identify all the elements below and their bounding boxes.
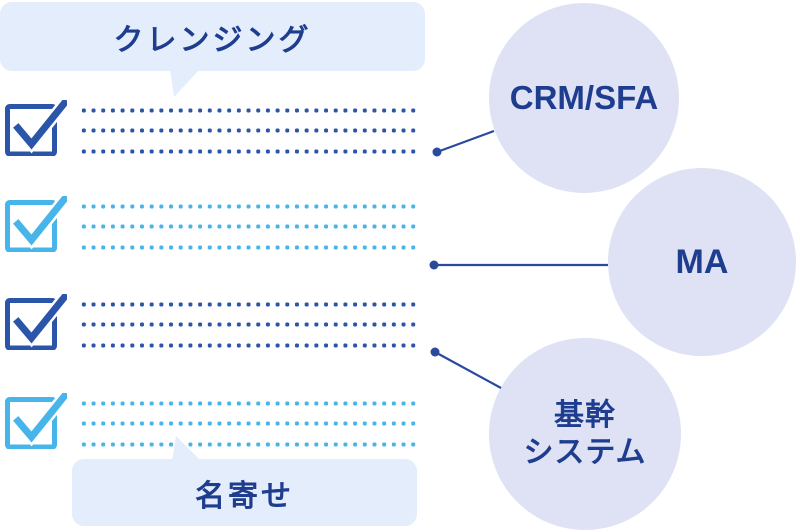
placeholder-text-line bbox=[79, 128, 419, 133]
system-label-core-line2: システム bbox=[523, 436, 647, 469]
bubble-tail-top bbox=[170, 69, 200, 97]
speech-bubble-merge: 名寄せ bbox=[72, 459, 417, 526]
speech-bubble-cleansing: クレンジング bbox=[0, 2, 425, 71]
checklist-item-2 bbox=[5, 196, 445, 258]
placeholder-text-lines bbox=[79, 107, 419, 154]
checkbox-checked-icon bbox=[5, 393, 67, 449]
placeholder-text-lines bbox=[79, 301, 419, 348]
placeholder-text-lines bbox=[79, 400, 419, 447]
connector-line-crm-sfa bbox=[436, 129, 495, 154]
placeholder-text-line bbox=[79, 203, 419, 209]
speech-bubble-cleansing-label: クレンジング bbox=[113, 23, 312, 57]
system-circle-core-system: 基幹 システム bbox=[489, 338, 681, 530]
connector-line-core-system bbox=[434, 351, 502, 389]
checkbox-checked-icon bbox=[5, 100, 67, 156]
placeholder-text-line bbox=[79, 441, 419, 447]
system-label-ma: MA bbox=[675, 242, 729, 281]
placeholder-text-line bbox=[79, 421, 419, 426]
system-circle-ma: MA bbox=[608, 168, 796, 356]
checklist-item-3 bbox=[5, 294, 445, 356]
placeholder-text-line bbox=[79, 342, 419, 348]
placeholder-text-line bbox=[79, 301, 419, 307]
system-label-crm-sfa: CRM/SFA bbox=[509, 79, 659, 116]
placeholder-text-line bbox=[79, 224, 419, 229]
placeholder-text-line bbox=[79, 322, 419, 327]
connector-dot-ma bbox=[429, 260, 439, 270]
placeholder-text-line bbox=[79, 244, 419, 250]
placeholder-text-lines bbox=[79, 203, 419, 250]
checklist-item-1 bbox=[5, 100, 445, 162]
placeholder-text-line bbox=[79, 400, 419, 406]
checkbox-checked-icon bbox=[5, 294, 67, 350]
placeholder-text-line bbox=[79, 148, 419, 154]
checklist-item-4 bbox=[5, 393, 445, 455]
system-label-core-line1: 基幹 bbox=[554, 399, 616, 432]
checkbox-checked-icon bbox=[5, 196, 67, 252]
placeholder-text-line bbox=[79, 107, 419, 113]
speech-bubble-merge-label: 名寄せ bbox=[195, 479, 294, 513]
system-circle-crm-sfa: CRM/SFA bbox=[489, 3, 679, 193]
